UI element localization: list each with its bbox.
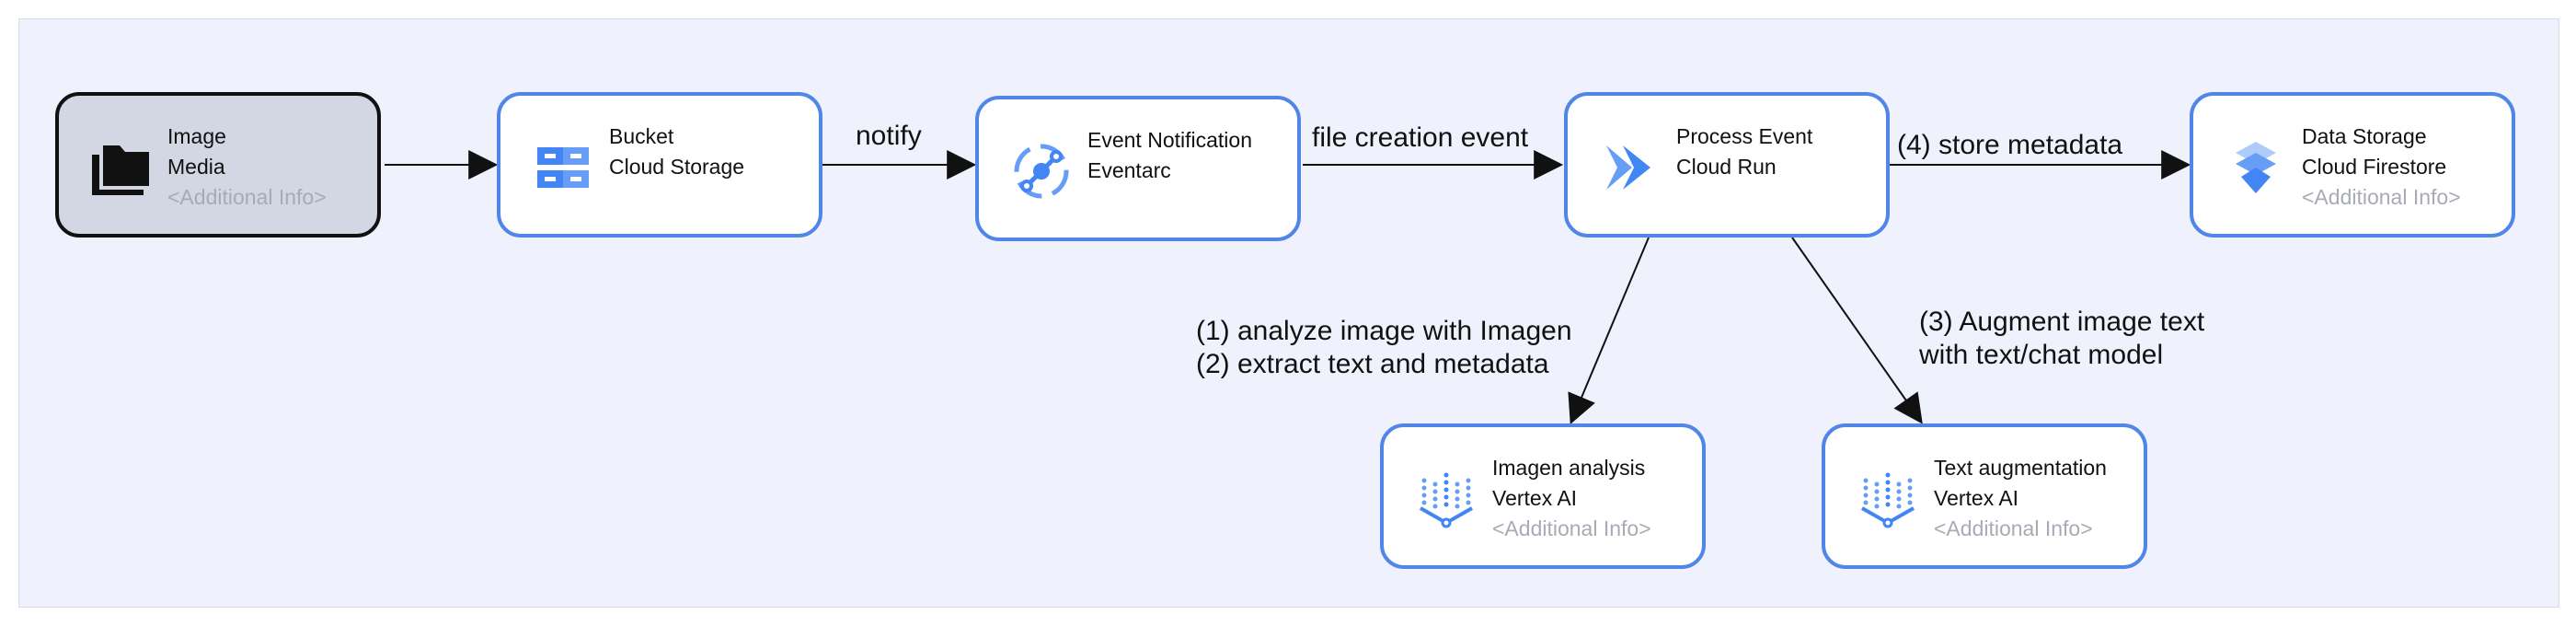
- node-bucket-cloud-storage[interactable]: Bucket Cloud Storage: [497, 92, 822, 238]
- node-text-augmentation-vertex-ai[interactable]: Text augmentation Vertex AI <Additional …: [1822, 423, 2147, 569]
- node-process-event-cloud-run[interactable]: Process Event Cloud Run: [1564, 92, 1890, 238]
- node-event-notification-eventarc[interactable]: Event Notification Eventarc: [975, 96, 1301, 241]
- node-subtitle: Cloud Run: [1676, 155, 1777, 179]
- node-info: <Additional Info>: [1934, 516, 2093, 540]
- node-subtitle: Vertex AI: [1934, 486, 2019, 510]
- node-subtitle: Media: [167, 155, 225, 179]
- node-title: Bucket: [609, 124, 674, 148]
- node-data-storage-firestore[interactable]: Data Storage Cloud Firestore <Additional…: [2190, 92, 2515, 238]
- node-info: <Additional Info>: [167, 185, 327, 209]
- node-subtitle: Vertex AI: [1492, 486, 1578, 510]
- node-title: Process Event: [1676, 124, 1813, 148]
- edge-label-line: with text/chat model: [1919, 340, 2164, 370]
- edge-label-store-metadata: (4) store metadata: [1897, 130, 2123, 160]
- node-info: <Additional Info>: [1492, 516, 1651, 540]
- edge-label-line: (1) analyze image with Imagen: [1196, 316, 1572, 346]
- edge-label-file-creation-event: file creation event: [1312, 122, 1529, 153]
- edge-label-analyze-extract: (1) analyze image with Imagen (2) extrac…: [1196, 315, 1572, 381]
- node-subtitle: Cloud Storage: [609, 155, 745, 179]
- edge-label-line: (2) extract text and metadata: [1196, 349, 1549, 379]
- edge-cloudrun-to-imagen: [1568, 237, 1650, 424]
- firestore-icon: [2223, 134, 2289, 201]
- node-subtitle: Eventarc: [1087, 158, 1171, 182]
- edge-cloudrun-to-textaug: [1791, 237, 1923, 424]
- node-title: Image: [167, 124, 226, 148]
- edge-label-line: (3) Augment image text: [1919, 307, 2205, 337]
- cloud-storage-icon: [530, 134, 596, 201]
- vertex-ai-icon: [1855, 466, 1921, 532]
- edge-label-notify: notify: [856, 121, 922, 151]
- node-title: Imagen analysis: [1492, 456, 1646, 480]
- folder-icon: [88, 134, 155, 201]
- edge-label-augment: (3) Augment image text with text/chat mo…: [1919, 306, 2204, 372]
- node-info: <Additional Info>: [2302, 185, 2461, 209]
- vertex-ai-icon: [1413, 466, 1479, 532]
- node-title: Text augmentation: [1934, 456, 2107, 480]
- node-image-media[interactable]: Image Media <Additional Info>: [55, 92, 381, 238]
- eventarc-icon: [1008, 138, 1075, 204]
- node-title: Event Notification: [1087, 128, 1252, 152]
- node-imagen-analysis-vertex-ai[interactable]: Imagen analysis Vertex AI <Additional In…: [1380, 423, 1706, 569]
- node-title: Data Storage: [2302, 124, 2427, 148]
- node-subtitle: Cloud Firestore: [2302, 155, 2447, 179]
- cloud-run-icon: [1597, 134, 1663, 201]
